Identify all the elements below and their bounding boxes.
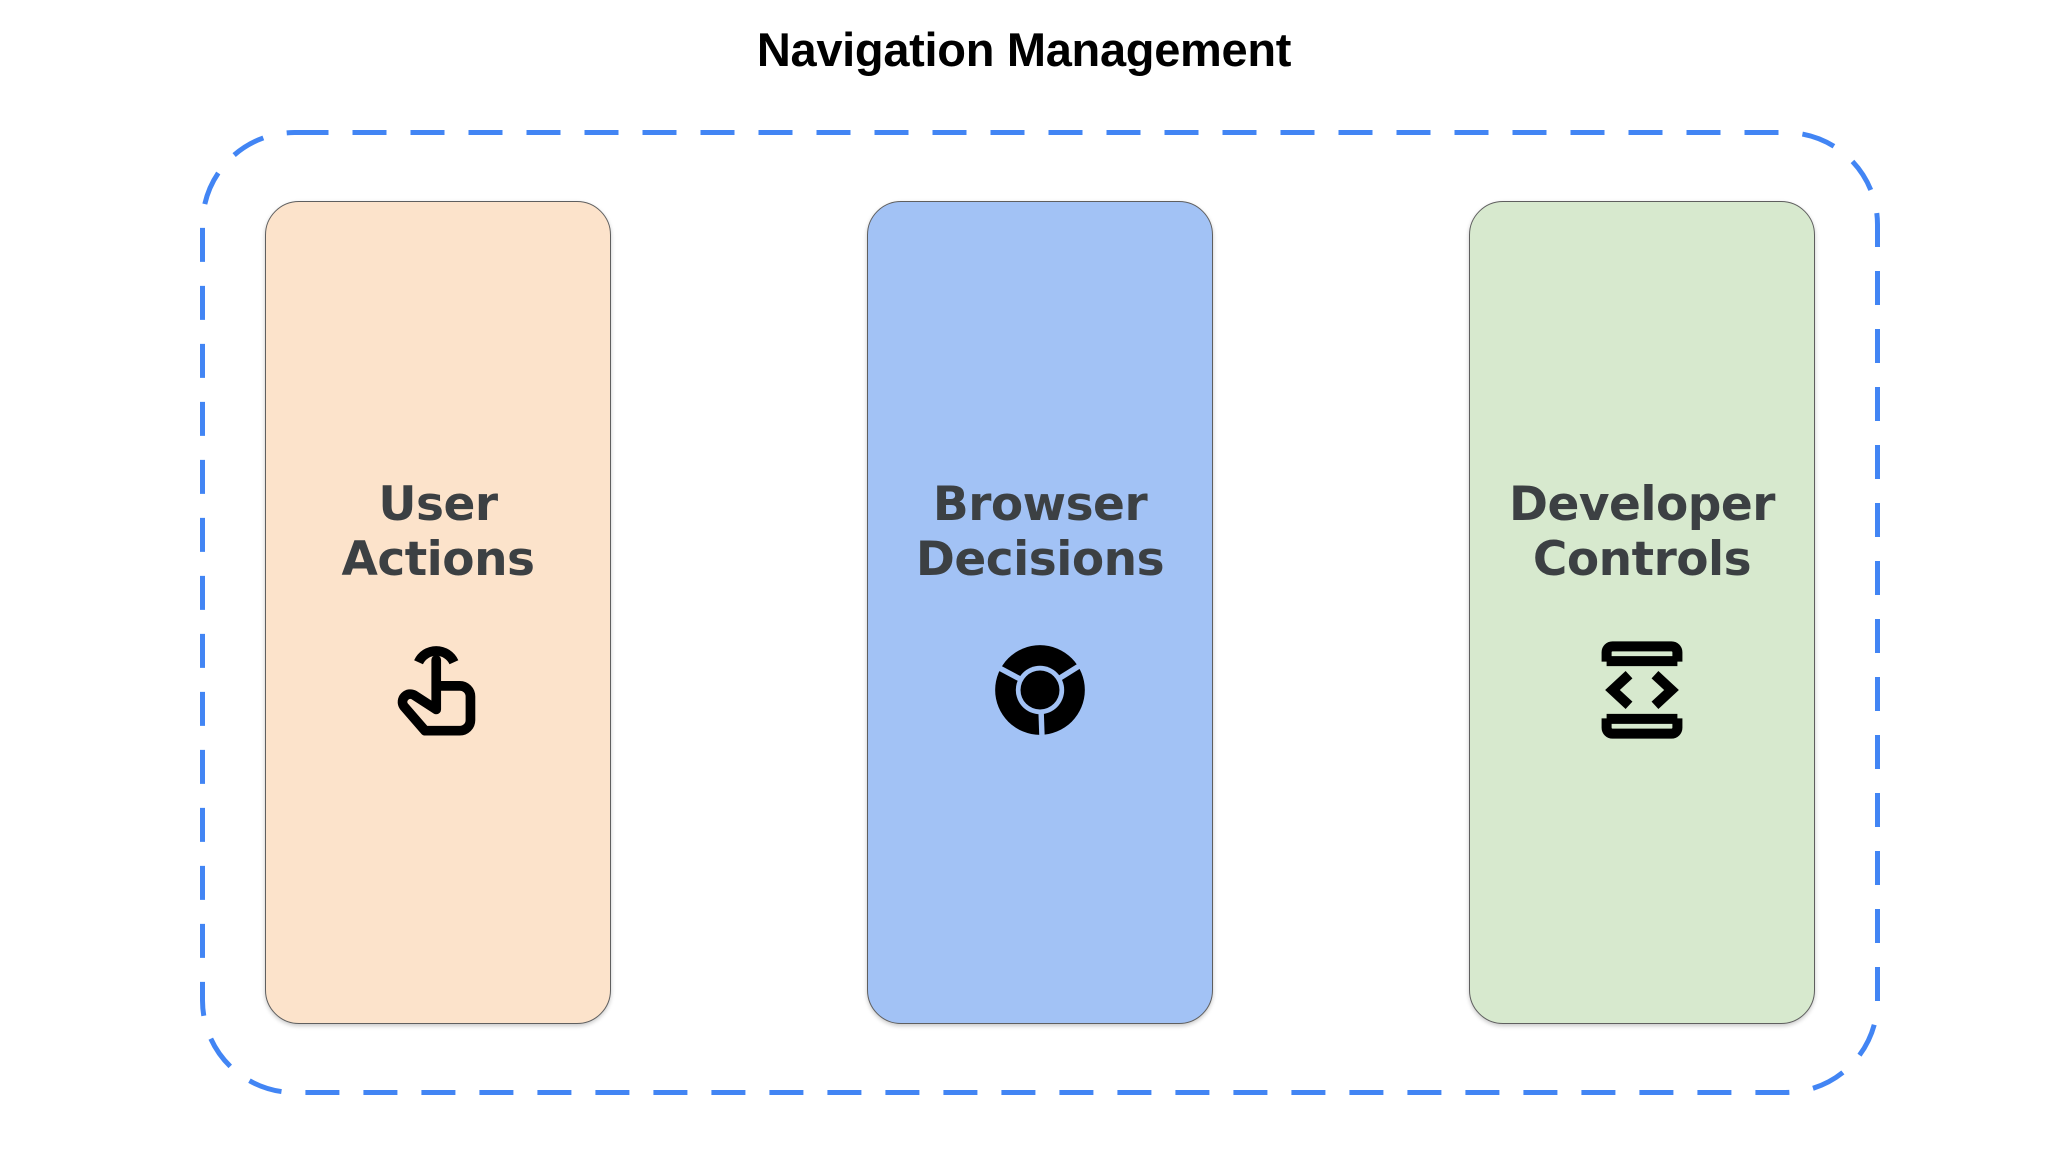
card-developer-controls[interactable]: Developer Controls — [1469, 201, 1815, 1024]
card-user-actions-label: User Actions — [341, 477, 535, 587]
card-developer-controls-label: Developer Controls — [1508, 477, 1776, 587]
touch-tap-icon — [379, 631, 497, 749]
pillar-cards-row: User Actions Browser Decisions — [200, 130, 1880, 1095]
card-user-actions[interactable]: User Actions — [265, 201, 611, 1024]
card-browser-decisions-label: Browser Decisions — [915, 477, 1165, 587]
chrome-browser-icon — [981, 631, 1099, 749]
card-browser-decisions[interactable]: Browser Decisions — [867, 201, 1213, 1024]
page-title: Navigation Management — [756, 23, 1292, 76]
developer-mode-code-icon — [1583, 631, 1701, 749]
